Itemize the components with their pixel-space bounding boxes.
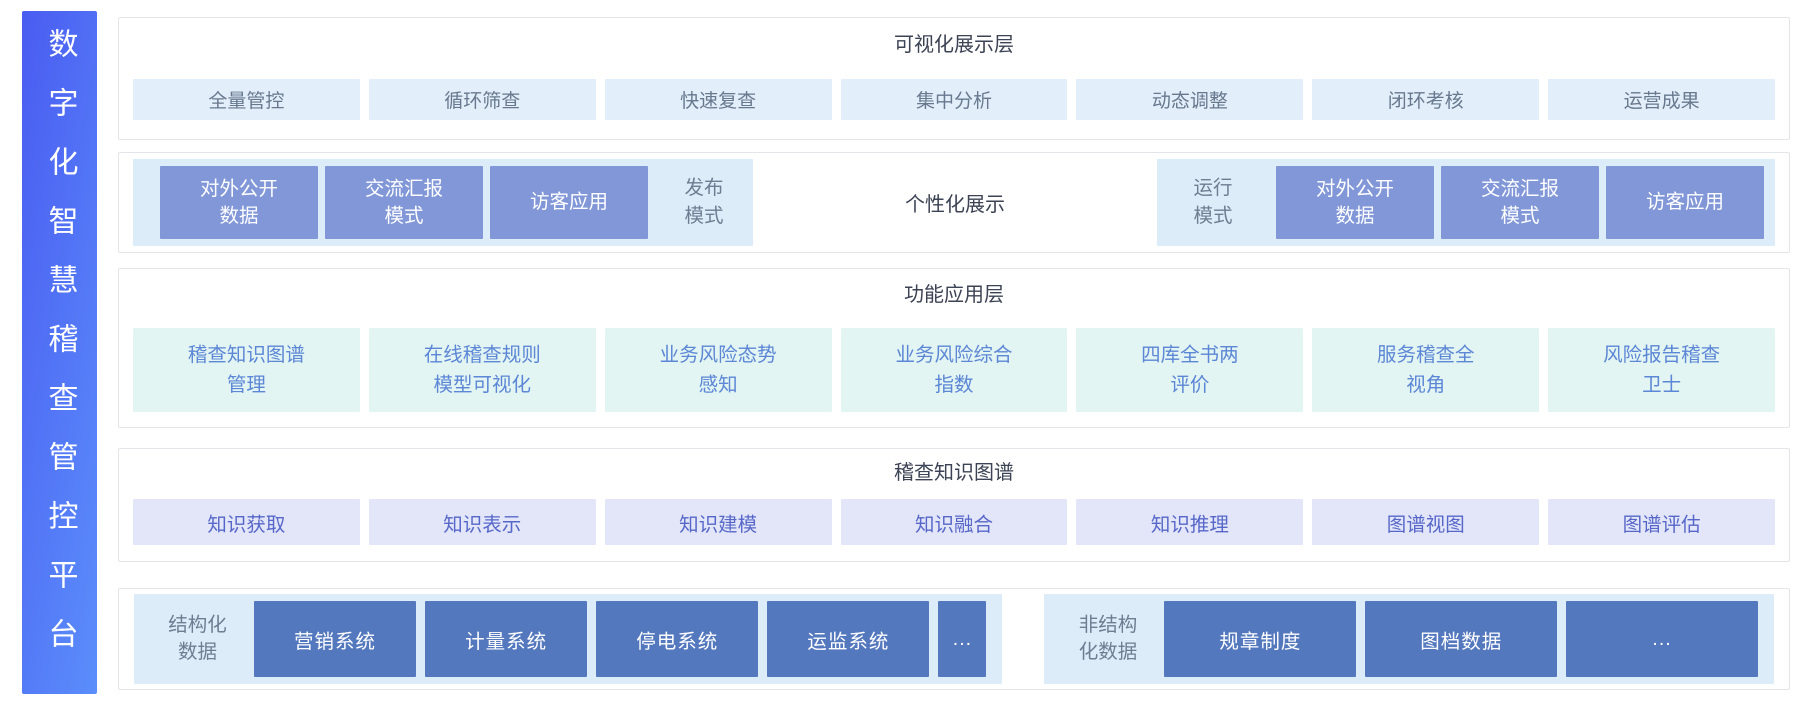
application-item: 服务稽查全 视角: [1312, 328, 1540, 412]
layer-knowledge-graph: 稽查知识图谱 知识获取 知识表示 知识建模 知识融合 知识推理 图谱视图 图谱评…: [118, 448, 1790, 562]
knowledge-items-row: 知识获取 知识表示 知识建模 知识融合 知识推理 图谱视图 图谱评估: [133, 499, 1776, 545]
publish-mode-label: 发布 模式: [684, 177, 724, 227]
layer-title: 功能应用层: [904, 284, 1004, 306]
layer-data-sources: 结构化 数据 营销系统 计量系统 停电系统 运监系统 ... 非结构 化数据 规…: [118, 588, 1790, 690]
visualization-item: 全量管控: [133, 79, 360, 120]
structured-data-label: 结构化 数据: [168, 613, 227, 663]
application-item: 在线稽查规则 模型可视化: [368, 328, 596, 412]
publish-mode-box: 对外公开 数据: [160, 166, 318, 239]
run-mode-label: 运行 模式: [1193, 177, 1233, 227]
structured-system-box: 运监系统: [767, 601, 930, 677]
knowledge-item: 知识推理: [1076, 499, 1304, 545]
structured-more-box: ...: [938, 601, 987, 677]
unstructured-system-box: 规章制度: [1164, 601, 1357, 677]
application-item: 稽查知识图谱 管理: [133, 328, 360, 412]
knowledge-item: 图谱视图: [1312, 499, 1540, 545]
application-items-row: 稽查知识图谱 管理 在线稽查规则 模型可视化 业务风险态势 感知 业务风险综合 …: [133, 328, 1776, 412]
knowledge-item: 知识建模: [604, 499, 832, 545]
knowledge-item: 图谱评估: [1548, 499, 1776, 545]
run-mode-box: 交流汇报 模式: [1441, 166, 1599, 239]
run-mode-box: 访客应用: [1606, 166, 1764, 239]
run-mode-group: 运行 模式 对外公开 数据 交流汇报 模式 访客应用: [1157, 159, 1775, 246]
layer-title: 可视化展示层: [894, 34, 1014, 56]
knowledge-item: 知识融合: [840, 499, 1068, 545]
layer-visualization: 可视化展示层 全量管控 循环筛查 快速复查 集中分析 动态调整 闭环考核 运营成…: [118, 17, 1790, 140]
knowledge-item: 知识获取: [133, 499, 360, 545]
visualization-item: 闭环考核: [1312, 79, 1540, 120]
layer-display-modes: 对外公开 数据 交流汇报 模式 访客应用 发布 模式 个性化展示 运行 模式 对…: [118, 152, 1790, 253]
unstructured-more-box: ...: [1566, 601, 1758, 677]
personalization-label: 个性化展示: [905, 194, 1005, 216]
application-item: 四库全书两 评价: [1076, 328, 1304, 412]
publish-mode-box: 访客应用: [490, 166, 648, 239]
application-item: 业务风险综合 指数: [840, 328, 1068, 412]
publish-mode-group: 对外公开 数据 交流汇报 模式 访客应用 发布 模式: [133, 159, 753, 246]
layer-application: 功能应用层 稽查知识图谱 管理 在线稽查规则 模型可视化 业务风险态势 感知 业…: [118, 268, 1790, 428]
visualization-item: 循环筛查: [368, 79, 596, 120]
unstructured-data-group: 非结构 化数据 规章制度 图档数据 ...: [1044, 594, 1774, 684]
platform-banner: 数字化智慧稽查管控平台: [22, 11, 97, 694]
publish-mode-box: 交流汇报 模式: [325, 166, 483, 239]
unstructured-system-box: 图档数据: [1365, 601, 1558, 677]
visualization-item: 集中分析: [840, 79, 1068, 120]
structured-system-box: 营销系统: [254, 601, 417, 677]
structured-system-box: 停电系统: [596, 601, 759, 677]
platform-title: 数字化智慧稽查管控平台: [43, 28, 77, 677]
application-item: 风险报告稽查 卫士: [1548, 328, 1776, 412]
visualization-item: 动态调整: [1076, 79, 1304, 120]
knowledge-item: 知识表示: [368, 499, 596, 545]
visualization-item: 快速复查: [604, 79, 832, 120]
visualization-items-row: 全量管控 循环筛查 快速复查 集中分析 动态调整 闭环考核 运营成果: [133, 79, 1776, 120]
application-item: 业务风险态势 感知: [604, 328, 832, 412]
visualization-item: 运营成果: [1548, 79, 1776, 120]
layer-title: 稽查知识图谱: [894, 462, 1014, 484]
run-mode-box: 对外公开 数据: [1276, 166, 1434, 239]
unstructured-data-label: 非结构 化数据: [1078, 613, 1138, 663]
structured-system-box: 计量系统: [425, 601, 588, 677]
structured-data-group: 结构化 数据 营销系统 计量系统 停电系统 运监系统 ...: [134, 594, 1003, 684]
